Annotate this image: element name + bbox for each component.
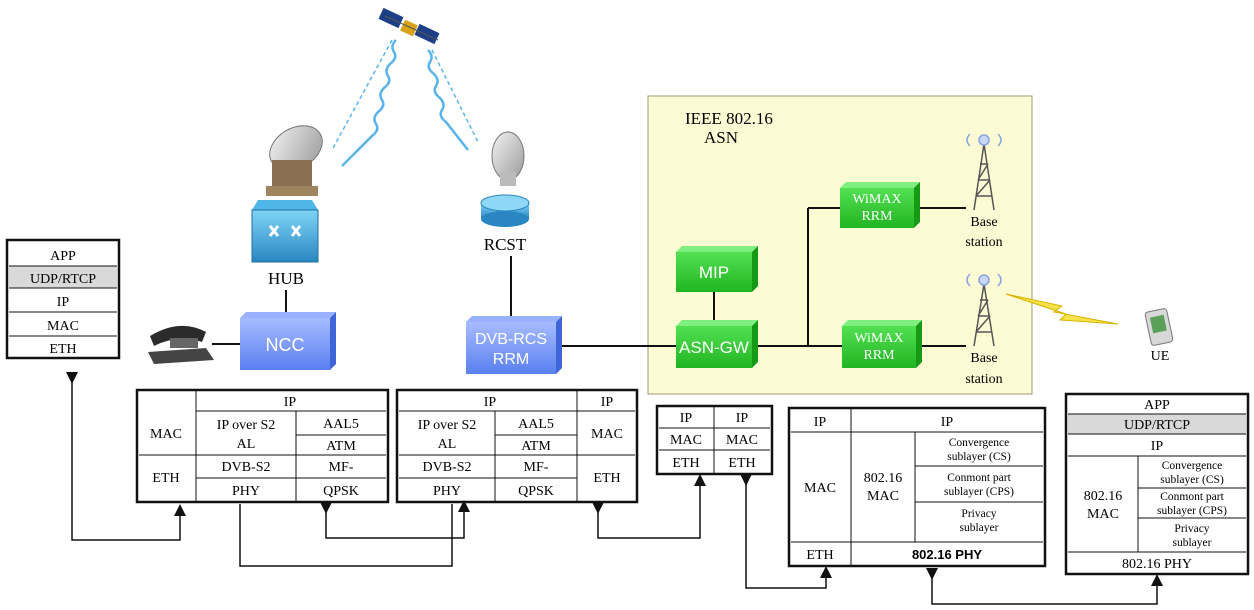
rcst-stack-mac: MAC xyxy=(591,427,623,442)
hub-label: HUB xyxy=(268,269,304,288)
bs-stack-ip-wide: IP xyxy=(941,415,954,430)
phone-stack-ip: IP xyxy=(57,295,70,310)
rcst-stack-eth: ETH xyxy=(593,471,620,486)
ue-stack-cps-line2: sublayer (CPS) xyxy=(1157,505,1227,517)
ncc-stack-qpsk: QPSK xyxy=(323,484,359,499)
hub-dish-icon xyxy=(262,117,330,196)
ue-stack-cps-line1: Conmont part xyxy=(1160,491,1224,503)
ncc-label: NCC xyxy=(266,335,305,355)
bs-stack-80216mac-line1: 802.16 xyxy=(864,471,903,486)
rcst-stack-phy: PHY xyxy=(433,484,461,499)
ue-stack-app: APP xyxy=(1144,398,1170,413)
wimax-rrm-bottom-label-line2: RRM xyxy=(863,348,895,363)
bs-stack-cs-line2: sublayer (CS) xyxy=(947,451,1011,463)
ue-stack-priv-line1: Privacy xyxy=(1174,523,1209,535)
bs-stack-phy: 802.16 PHY xyxy=(912,547,982,562)
asn-title-line2: ASN xyxy=(704,128,738,147)
ncc-stack-eth: ETH xyxy=(152,471,179,486)
base-station-bottom-label-line2: station xyxy=(965,372,1002,387)
rcst-stack-dvbs2: DVB-S2 xyxy=(422,460,471,475)
ue-label: UE xyxy=(1151,349,1170,364)
ue-stack-udp: UDP/RTCP xyxy=(1124,418,1190,433)
rcst-stack-qpsk: QPSK xyxy=(518,484,554,499)
phone-stack-app: APP xyxy=(50,249,76,264)
ue-stack-ip: IP xyxy=(1151,439,1164,454)
ncc-stack-aal5: AAL5 xyxy=(323,417,359,432)
wimax-rrm-top-label-line1: WiMAX xyxy=(852,192,901,207)
gw-stack-eth-right: ETH xyxy=(728,456,755,471)
rcst-dish-icon xyxy=(492,132,524,186)
ncc-stack-ipovers2-line2: AL xyxy=(237,437,256,452)
ncc-stack-ip: IP xyxy=(284,395,297,410)
ncc-stack-phy: PHY xyxy=(232,484,260,499)
bs-stack-cs-line1: Convergence xyxy=(949,437,1009,449)
ue-stack-cs-line1: Convergence xyxy=(1162,460,1222,472)
rcst-stack-ipovers2-line1: IP over S2 xyxy=(418,418,477,433)
rcst-stack-ipovers2-line2: AL xyxy=(438,437,457,452)
bs-stack-cps-line2: sublayer (CPS) xyxy=(944,486,1014,498)
base-station-top-label-line1: Base xyxy=(970,215,997,230)
ncc-stack-dvbs2: DVB-S2 xyxy=(221,460,270,475)
phone-stack-udp: UDP/RTCP xyxy=(30,272,96,287)
ncc-stack-ipovers2-line1: IP over S2 xyxy=(217,418,276,433)
bs-stack-eth: ETH xyxy=(806,548,833,563)
hub-router-icon xyxy=(252,200,318,262)
bs-stack-priv-line1: Privacy xyxy=(961,508,996,520)
mip-label: MIP xyxy=(699,263,729,282)
gw-stack-mac-right: MAC xyxy=(726,433,758,448)
rcst-stack-ip-right: IP xyxy=(601,395,614,410)
ue-stack-priv-line2: sublayer xyxy=(1173,537,1212,549)
ncc-stack-mac: MAC xyxy=(150,427,182,442)
bs-stack-priv-line2: sublayer xyxy=(960,522,999,534)
asn-gw-label: ASN-GW xyxy=(679,338,749,357)
ncc-stack-mf: MF- xyxy=(329,460,354,475)
ue-stack-80216mac-line1: 802.16 xyxy=(1084,489,1123,504)
dvb-rcs-rrm-label-line1: DVB-RCS xyxy=(475,331,547,348)
telephone-icon xyxy=(148,326,214,364)
gw-stack-mac-left: MAC xyxy=(670,433,702,448)
rcst-label: RCST xyxy=(484,235,527,254)
satellite-link-right xyxy=(428,50,478,150)
phone-stack-mac: MAC xyxy=(47,319,79,334)
satellite-icon xyxy=(378,8,439,44)
satellite-link-left xyxy=(332,40,396,166)
asn-title-line1: IEEE 802.16 xyxy=(685,109,773,128)
bs-stack-ip: IP xyxy=(814,415,827,430)
bs-stack-mac: MAC xyxy=(804,481,836,496)
ue-stack-80216mac-line2: MAC xyxy=(1087,507,1119,522)
base-station-top-label-line2: station xyxy=(965,235,1002,250)
rcst-stack-aal5: AAL5 xyxy=(518,417,554,432)
rcst-stack-atm: ATM xyxy=(521,439,551,454)
dvb-rcs-rrm-label-line2: RRM xyxy=(493,351,529,368)
wimax-rrm-bottom-label-line1: WiMAX xyxy=(854,331,903,346)
gw-stack-ip-left: IP xyxy=(680,411,693,426)
ue-stack-phy: 802.16 PHY xyxy=(1122,557,1192,572)
bs-stack-cps-line1: Conmont part xyxy=(947,472,1011,484)
ncc-stack-atm: ATM xyxy=(326,439,356,454)
bs-stack-80216mac-line2: MAC xyxy=(867,489,899,504)
base-station-bottom-label-line1: Base xyxy=(970,351,997,366)
rcst-router-icon xyxy=(481,195,529,227)
ue-device-icon xyxy=(1145,308,1174,346)
wimax-rrm-top-label-line2: RRM xyxy=(861,209,893,224)
gw-stack-eth-left: ETH xyxy=(672,456,699,471)
gw-stack-ip-right: IP xyxy=(736,411,749,426)
rcst-stack-ip: IP xyxy=(484,395,497,410)
ue-stack-cs-line2: sublayer (CS) xyxy=(1160,474,1224,486)
rcst-stack-mf: MF- xyxy=(524,460,549,475)
phone-stack-eth: ETH xyxy=(49,342,76,357)
